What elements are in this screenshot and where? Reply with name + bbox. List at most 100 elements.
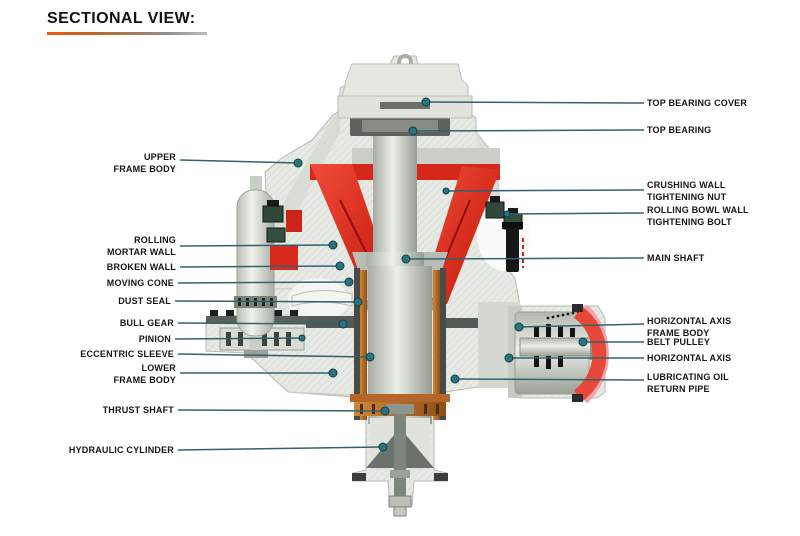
leader-crushing-wall-tightening-nut xyxy=(445,189,645,192)
label-hydraulic-cylinder: HYDRAULIC CYLINDER xyxy=(69,444,174,456)
cylinder-foot-right xyxy=(434,473,448,481)
leader-lines xyxy=(174,101,645,451)
label-line: HORIZONTAL AXIS xyxy=(647,316,732,326)
label-line: BULL GEAR xyxy=(119,318,174,328)
label-thrust-shaft: THRUST SHAFT xyxy=(103,404,174,416)
thrust-shaft-collar xyxy=(390,470,410,478)
label-line: LUBRICATING OIL xyxy=(647,372,729,382)
label-line: MOVING CONE xyxy=(106,278,174,288)
dot-horizontal-axis xyxy=(504,353,514,363)
label-line: UPPER xyxy=(143,152,176,162)
label-line: ROLLING BOWL WALL xyxy=(647,205,749,215)
dot-upper-frame-body xyxy=(293,158,303,168)
label-eccentric-sleeve: ECCENTRIC SLEEVE xyxy=(80,348,174,360)
dot-moving-cone xyxy=(344,277,354,287)
label-line: ECCENTRIC SLEEVE xyxy=(80,349,174,359)
thrust-bearing-ticks xyxy=(360,404,439,414)
leader-rolling-bowl-wall-tightening-bolt xyxy=(506,212,645,215)
leader-lubricating-oil-return-pipe xyxy=(454,378,645,381)
thrust-bearing-band xyxy=(350,394,450,402)
top-bearing-cover-part xyxy=(341,63,469,99)
eccentric-outer-left xyxy=(354,268,360,420)
leader-thrust-shaft xyxy=(177,409,386,412)
label-top-bearing-cover: TOP BEARING COVER xyxy=(647,97,747,109)
hydraulic-cylinder-group xyxy=(350,394,450,517)
dot-pinion xyxy=(298,334,306,342)
tightening-bolt-shank xyxy=(506,228,519,272)
dot-main-shaft xyxy=(401,254,411,264)
label-bull-gear: BULL GEAR xyxy=(120,317,174,329)
accumulator-stem-top xyxy=(250,176,262,192)
label-horizontal-axis: HORIZONTAL AXIS xyxy=(647,352,731,364)
label-belt-pulley: BELT PULLEY xyxy=(647,336,710,348)
label-crushing-wall-tightening-nut: CRUSHING WALL TIGHTENING NUT xyxy=(647,179,726,203)
label-line: TIGHTENING NUT xyxy=(647,192,727,202)
label-line: HYDRAULIC CYLINDER xyxy=(68,445,174,455)
label-line: MAIN SHAFT xyxy=(647,253,705,263)
label-line: TIGHTENING BOLT xyxy=(647,217,732,227)
label-line: PINION xyxy=(138,334,171,344)
leader-rolling-mortar-wall xyxy=(179,244,334,247)
top-cover-slot xyxy=(380,102,430,109)
leader-dots xyxy=(293,97,588,452)
dot-rolling-bowl-wall-tightening-bolt xyxy=(503,210,511,218)
accumulator-foot xyxy=(244,350,268,358)
cylinder-foot-left xyxy=(352,473,366,481)
leader-main-shaft xyxy=(405,257,645,260)
leader-upper-frame-body xyxy=(179,159,299,164)
label-lower-frame-body: LOWER FRAME BODY xyxy=(114,362,177,386)
dot-top-bearing xyxy=(408,126,418,136)
bull-gear-band-right xyxy=(440,318,482,328)
label-dust-seal: DUST SEAL xyxy=(118,295,171,307)
valve-body-left-a xyxy=(262,205,284,223)
title-underline xyxy=(47,32,207,35)
rod-tip xyxy=(393,506,407,517)
bolt-cap-right-b xyxy=(508,208,518,215)
dot-broken-wall xyxy=(335,261,345,271)
dot-rolling-mortar-wall xyxy=(328,240,338,250)
pulley-hub-bottom xyxy=(572,394,583,402)
page-title: SECTIONAL VIEW: xyxy=(47,10,196,27)
dot-top-bearing-cover xyxy=(421,97,431,107)
label-horizontal-axis-frame-body: HORIZONTAL AXIS FRAME BODY xyxy=(647,315,731,339)
label-rolling-mortar-wall: ROLLING MORTAR WALL xyxy=(107,234,176,258)
leader-top-bearing-cover xyxy=(425,101,645,104)
belt-pulley-part xyxy=(573,306,607,402)
label-line: HORIZONTAL AXIS xyxy=(647,353,732,363)
eccentric-sleeve-group xyxy=(354,268,446,420)
valve-red-left xyxy=(286,210,302,232)
main-shaft-upper xyxy=(373,128,417,268)
label-line: FRAME BODY xyxy=(113,375,176,385)
tightening-bolt-washer xyxy=(502,222,523,229)
label-moving-cone: MOVING CONE xyxy=(107,277,174,289)
label-rolling-bowl-wall-tightening-bolt: ROLLING BOWL WALL TIGHTENING BOLT xyxy=(647,204,749,228)
label-line: TOP BEARING xyxy=(647,125,712,135)
label-line: LOWER xyxy=(141,363,176,373)
label-pinion: PINION xyxy=(139,333,171,345)
label-main-shaft: MAIN SHAFT xyxy=(647,252,705,264)
dot-lower-frame-body xyxy=(328,368,338,378)
dot-crushing-wall-tightening-nut xyxy=(442,187,450,195)
label-lubricating-oil-return-pipe: LUBRICATING OIL RETURN PIPE xyxy=(647,371,729,395)
leader-horizontal-axis-frame-body xyxy=(518,323,645,328)
label-upper-frame-body: UPPER FRAME BODY xyxy=(114,151,177,175)
label-line: ROLLING xyxy=(134,235,176,245)
dot-eccentric-sleeve xyxy=(365,352,375,362)
upper-frame-facet-left xyxy=(268,112,340,232)
leader-pinion xyxy=(174,337,303,340)
label-line: FRAME BODY xyxy=(113,164,176,174)
label-line: FRAME BODY xyxy=(647,328,710,338)
dot-thrust-shaft xyxy=(380,406,390,416)
label-top-bearing: TOP BEARING xyxy=(647,124,711,136)
rod-nut xyxy=(388,495,412,508)
dot-dust-seal xyxy=(353,297,363,307)
label-line: CRUSHING WALL xyxy=(647,180,726,190)
top-bearing-inner xyxy=(362,120,438,132)
dot-lubricating-oil-return-pipe xyxy=(450,374,460,384)
leader-dust-seal xyxy=(174,300,359,303)
dot-hydraulic-cylinder xyxy=(378,442,388,452)
bolt-body-right-a xyxy=(485,201,505,219)
leader-bull-gear xyxy=(177,322,344,325)
